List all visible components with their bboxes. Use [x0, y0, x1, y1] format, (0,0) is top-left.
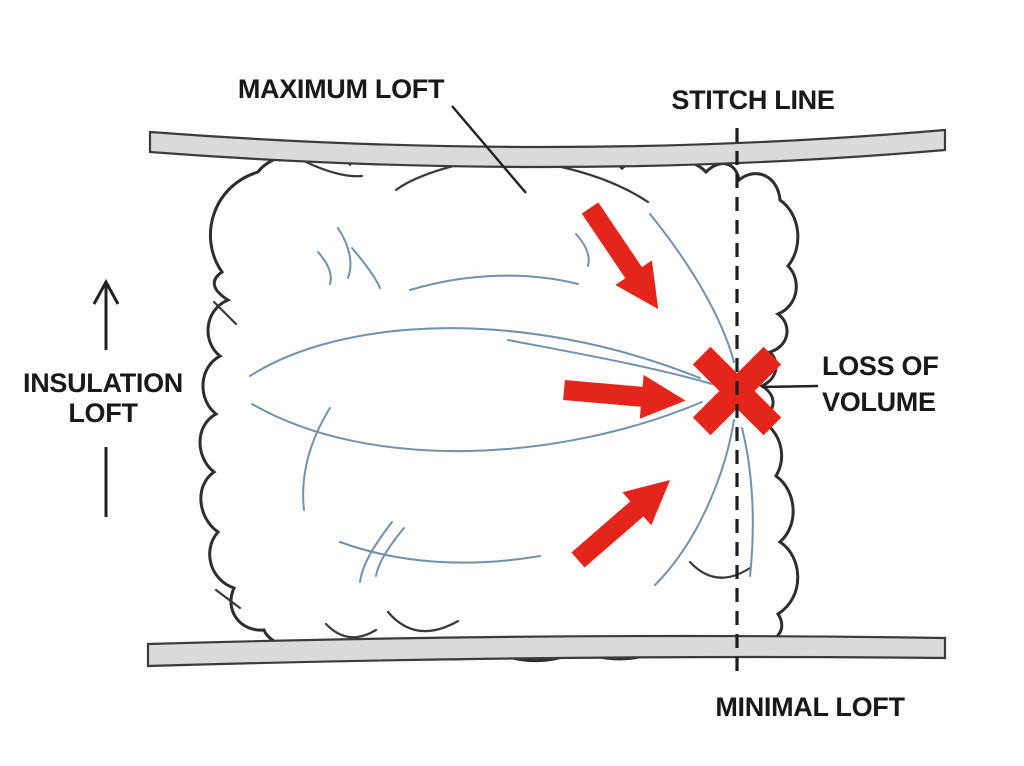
bottom-fabric-panel: [146, 634, 947, 668]
up-arrow-icon: [92, 278, 120, 517]
minimal-loft-label: MINIMAL LOFT: [715, 692, 905, 722]
insulation-loft-label-line1: INSULATION: [23, 368, 183, 398]
maximum-loft-label: MAXIMUM LOFT: [238, 74, 445, 104]
loss-of-volume-label-line1: LOSS OF: [822, 351, 938, 381]
insulation-loft-label-line2: LOFT: [68, 398, 138, 428]
compression-arrow-middle: [563, 374, 686, 419]
compression-arrow-lower: [571, 479, 671, 568]
compression-arrow-upper: [581, 202, 659, 310]
maximum-loft-leader-line: [451, 105, 527, 194]
loss-of-volume-leader-line: [761, 384, 819, 389]
top-fabric-panel: [148, 128, 947, 169]
loss-of-volume-label-line2: VOLUME: [822, 387, 936, 417]
fiber-swirl-lines: [249, 213, 754, 586]
stitch-line-label: STITCH LINE: [671, 85, 834, 115]
